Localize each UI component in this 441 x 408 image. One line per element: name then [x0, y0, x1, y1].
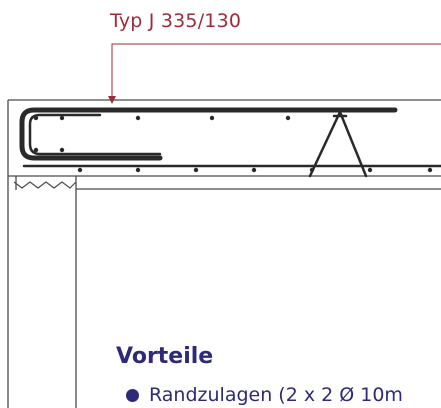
- bullet-icon: [126, 388, 139, 402]
- advantage-item: Randzulagen (2 x 2 Ø 10m: [126, 384, 403, 406]
- rebar-dot: [427, 167, 433, 173]
- advantage-item-text: Randzulagen (2 x 2 Ø 10m: [149, 384, 403, 406]
- rebar-dot: [33, 147, 39, 153]
- rebar-dot: [285, 115, 291, 121]
- rebar-dot: [77, 167, 83, 173]
- rebar-dot: [135, 167, 141, 173]
- rebar-dot: [59, 115, 65, 121]
- rebar-dot: [367, 167, 373, 173]
- lattice-girder: [308, 110, 368, 178]
- top-rebar: [19, 107, 398, 161]
- slab-outline: [7, 99, 441, 408]
- rebar-dot: [135, 115, 141, 121]
- callout-label: Typ J 335/130: [110, 10, 242, 32]
- rebar-dot: [251, 167, 257, 173]
- rebar-dot: [59, 147, 65, 153]
- support-joint: [13, 181, 77, 189]
- rebar-dots: [33, 115, 433, 173]
- advantages-heading: Vorteile: [116, 344, 214, 369]
- rebar-dot: [209, 115, 215, 121]
- callout-leader: [108, 43, 441, 104]
- rebar-dot: [193, 167, 199, 173]
- rebar-dot: [33, 115, 39, 121]
- rebar-dot: [309, 167, 315, 173]
